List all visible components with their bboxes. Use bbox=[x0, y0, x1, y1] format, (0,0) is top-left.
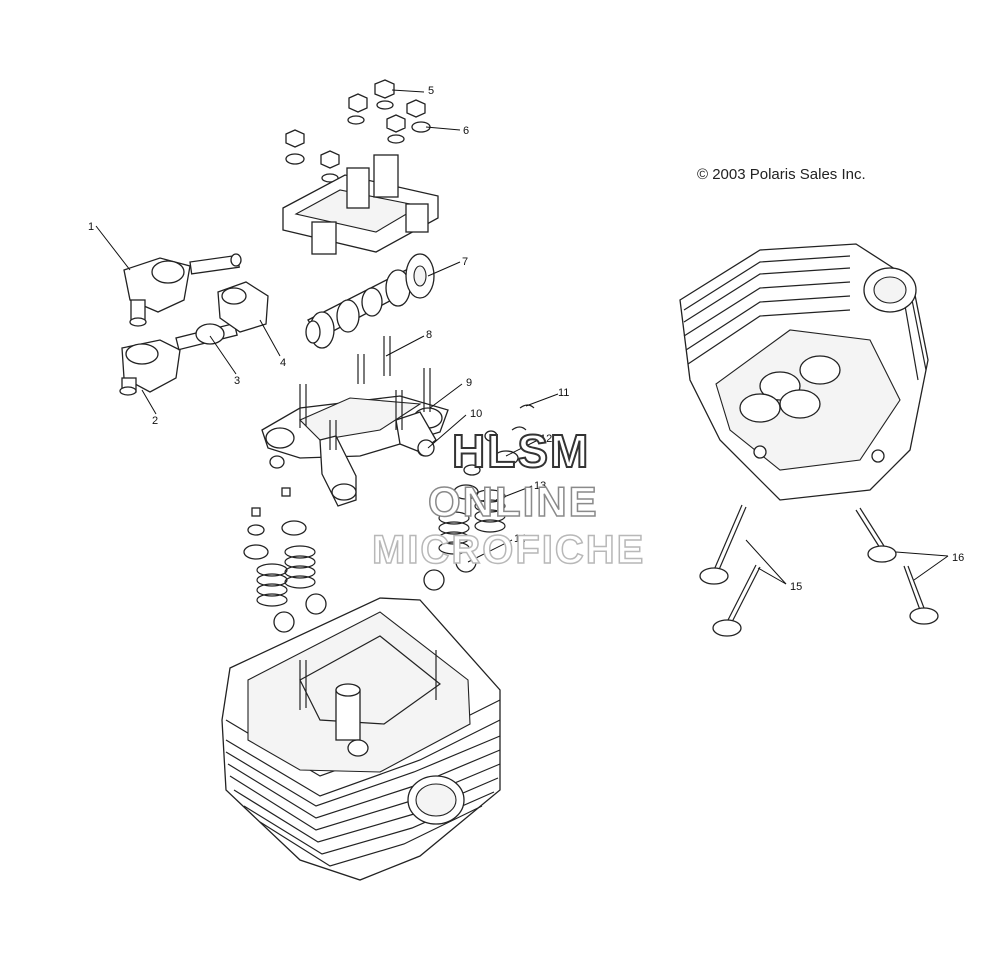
watermark-line-1: HLSM bbox=[451, 424, 591, 478]
callout-3: 3 bbox=[234, 375, 240, 387]
callout-13: 13 bbox=[534, 480, 546, 492]
copyright-notice: © 2003 Polaris Sales Inc. bbox=[697, 166, 866, 183]
callout-labels: 1 2 3 4 5 6 7 8 9 10 11 12 13 14 15 16 bbox=[88, 85, 964, 593]
leader-lines bbox=[95, 89, 949, 585]
callout-6: 6 bbox=[463, 125, 469, 137]
callout-10: 10 bbox=[470, 408, 482, 420]
callout-4: 4 bbox=[280, 357, 286, 369]
callout-11: 11 bbox=[558, 387, 569, 399]
callout-15: 15 bbox=[790, 581, 802, 593]
watermark-line-2: ONLINE bbox=[427, 477, 599, 526]
callout-7: 7 bbox=[462, 256, 468, 268]
cylinder-head-top-view bbox=[221, 597, 501, 881]
callout-1: 1 bbox=[88, 221, 94, 233]
callout-16: 16 bbox=[952, 552, 964, 564]
callout-12: 12 bbox=[540, 433, 552, 445]
callout-8: 8 bbox=[426, 329, 432, 341]
callout-14: 14 bbox=[514, 533, 526, 545]
watermark-line-3: MICROFICHE bbox=[371, 527, 646, 573]
valve-springs-left bbox=[243, 487, 327, 633]
camshaft-carrier bbox=[261, 336, 449, 507]
callout-9: 9 bbox=[466, 377, 472, 389]
rocker-arms bbox=[119, 253, 269, 396]
rocker-support-bracket bbox=[282, 154, 439, 255]
valves bbox=[699, 504, 939, 637]
camshaft bbox=[305, 253, 435, 349]
valve-springs-right bbox=[417, 404, 535, 591]
callout-2: 2 bbox=[152, 415, 158, 427]
nuts-and-washers bbox=[285, 79, 431, 183]
cylinder-head-bottom-view bbox=[679, 243, 929, 501]
callout-5: 5 bbox=[428, 85, 434, 97]
